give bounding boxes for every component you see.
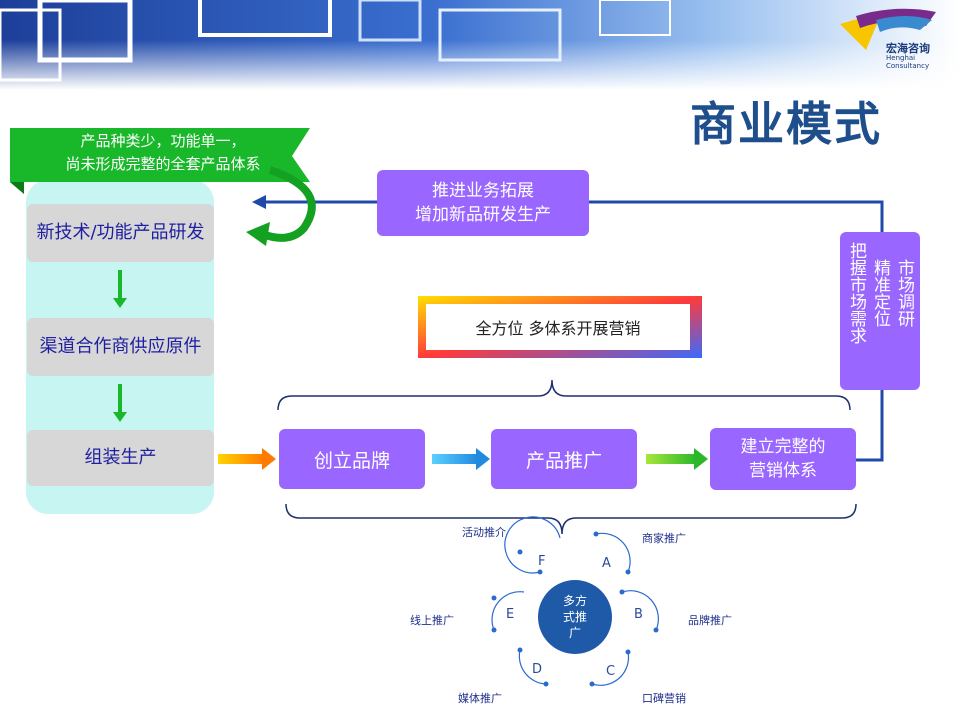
logo-text-en: Henghai Consultancy — [886, 54, 930, 70]
banner-line-2: 尚未形成完整的全套产品体系 — [65, 155, 261, 173]
problem-banner — [10, 128, 310, 194]
marketing-system-line-1: 建立完整的 — [740, 437, 826, 457]
market-research-col-3: 把握市场需求 — [846, 242, 866, 344]
marketing-label: 全方位 多体系开展营销 — [426, 304, 690, 350]
method-letter-b: B — [634, 607, 643, 622]
method-letter-c: C — [606, 664, 616, 679]
market-research-col-2: 精准定位 — [870, 259, 890, 327]
feedback-arrow-head-icon — [252, 195, 266, 209]
logo-mark-icon — [840, 8, 936, 50]
expand-business-line-2: 增加新品研发生产 — [415, 205, 551, 225]
method-label-d: 媒体推广 — [458, 692, 502, 705]
marketing-system-box: 建立完整的 营销体系 — [710, 428, 856, 490]
page-title: 商业模式 — [690, 97, 882, 151]
arrow-to-brand-icon — [218, 448, 276, 470]
center-line-2: 式推 — [562, 610, 587, 624]
expand-business-box: 推进业务拓展 增加新品研发生产 — [377, 170, 589, 236]
market-research-box: 市场调研 精准定位 把握市场需求 — [840, 232, 920, 390]
down-arrow-1-icon — [113, 270, 127, 308]
method-label-a: 商家推广 — [642, 532, 686, 545]
problem-banner-text: 产品种类少，功能单一， 尚未形成完整的全套产品体系 — [28, 130, 298, 176]
company-logo: 宏海咨询 Henghai Consultancy — [836, 6, 960, 70]
marketing-system-line-2: 营销体系 — [749, 461, 817, 481]
method-ring — [491, 516, 659, 686]
step-assembly-box: 组装生产 — [27, 430, 214, 486]
center-line-1: 多方 — [562, 594, 587, 608]
banner-line-1: 产品种类少，功能单一， — [80, 132, 246, 150]
arrow-to-promotion-icon — [432, 448, 490, 470]
method-label-c: 口碑营销 — [642, 692, 686, 705]
down-arrow-2-icon — [113, 384, 127, 422]
top-brace — [277, 379, 851, 411]
method-letter-d: D — [532, 662, 543, 677]
header-decoration — [0, 0, 960, 90]
expand-business-line-1: 推进业务拓展 — [432, 181, 534, 201]
step-supply-box: 渠道合作商供应原件 — [27, 318, 214, 376]
method-label-b: 品牌推广 — [688, 614, 732, 627]
logo-text-cn: 宏海咨询 — [886, 42, 930, 55]
step-rnd-box: 新技术/功能产品研发 — [27, 204, 214, 262]
method-letter-e: E — [506, 607, 515, 622]
promotion-box: 产品推广 — [491, 429, 637, 489]
method-letter-f: F — [538, 554, 546, 569]
arrow-to-system-icon — [646, 448, 708, 470]
bottom-brace — [285, 503, 857, 535]
method-letter-a: A — [602, 556, 611, 571]
multi-channel-circle: 多方 式推 广 — [538, 580, 612, 654]
method-ring-dots — [491, 531, 659, 687]
center-line-3: 广 — [568, 626, 581, 640]
market-research-col-1: 市场调研 — [894, 259, 914, 327]
method-label-f: 活动推介 — [462, 526, 506, 539]
curved-green-arrow-icon — [260, 166, 316, 242]
method-label-e: 线上推广 — [410, 614, 454, 627]
brand-box: 创立品牌 — [279, 429, 425, 489]
